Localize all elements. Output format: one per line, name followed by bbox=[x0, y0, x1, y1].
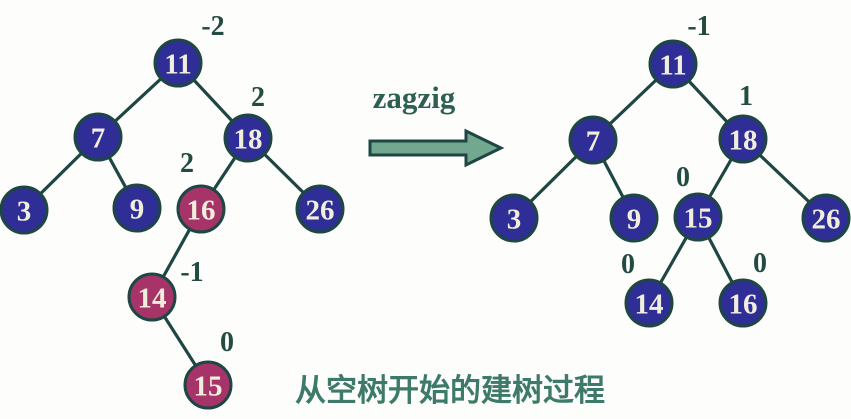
tree-node-value: 18 bbox=[729, 124, 758, 156]
tree-node-value: 3 bbox=[17, 195, 32, 227]
tree-node-9 bbox=[112, 183, 162, 233]
balance-factor-label: 2 bbox=[180, 148, 194, 179]
tree-node-7 bbox=[73, 112, 123, 162]
balance-factor-label: -1 bbox=[687, 11, 710, 42]
tree-node-value: 14 bbox=[138, 282, 167, 314]
tree-node-26 bbox=[801, 193, 851, 243]
tree-node-15 bbox=[673, 192, 723, 242]
tree-node-value: 14 bbox=[635, 288, 664, 320]
tree-node-16 bbox=[176, 184, 226, 234]
tree-node-value: 16 bbox=[187, 194, 216, 226]
tree-node-value: 9 bbox=[130, 193, 145, 225]
tree-node-14 bbox=[624, 278, 674, 328]
tree-node-26 bbox=[295, 184, 345, 234]
tree-node-3 bbox=[0, 185, 49, 235]
balance-factor-label: 0 bbox=[220, 327, 234, 358]
tree-node-14 bbox=[127, 272, 177, 322]
tree-node-value: 9 bbox=[627, 203, 642, 235]
balance-factor-label: 0 bbox=[621, 249, 635, 280]
tree-node-value: 15 bbox=[684, 202, 713, 234]
tree-node-value: 18 bbox=[234, 123, 263, 155]
balance-factor-label: 0 bbox=[753, 248, 767, 279]
balance-factor-label: -1 bbox=[180, 257, 203, 288]
balance-factor-label: 1 bbox=[739, 81, 753, 112]
tree-node-value: 7 bbox=[586, 125, 601, 157]
tree-node-9 bbox=[609, 193, 659, 243]
caption-text: 从空树开始的建树过程 bbox=[295, 373, 605, 408]
tree-node-value: 26 bbox=[306, 194, 335, 226]
tree-node-value: 15 bbox=[194, 370, 223, 402]
tree-node-7 bbox=[568, 115, 618, 165]
tree-node-value: 7 bbox=[91, 122, 106, 154]
tree-node-value: 16 bbox=[729, 288, 758, 320]
tree-node-16 bbox=[718, 278, 768, 328]
tree-node-15 bbox=[183, 360, 233, 410]
tree-node-value: 3 bbox=[507, 203, 522, 235]
tree-node-value: 26 bbox=[812, 203, 841, 235]
right-arrow-icon bbox=[368, 128, 505, 168]
balance-factor-label: -2 bbox=[201, 11, 224, 42]
tree-node-value: 11 bbox=[659, 49, 686, 81]
tree-node-11 bbox=[648, 39, 698, 89]
tree-node-value: 11 bbox=[164, 48, 191, 80]
balance-factor-label: 2 bbox=[251, 82, 265, 113]
transition-label: zagzig bbox=[373, 80, 456, 115]
tree-node-18 bbox=[223, 113, 273, 163]
tree-node-18 bbox=[718, 114, 768, 164]
tree-after: 11 7 18 3 9 15 26 14 16 -1 1 0 0 0 bbox=[489, 11, 851, 328]
balance-factor-label: 0 bbox=[676, 162, 690, 193]
tree-node-11 bbox=[153, 38, 203, 88]
transition-group: zagzig bbox=[368, 80, 505, 168]
tree-node-3 bbox=[489, 193, 539, 243]
tree-before: 11 7 18 3 9 16 26 14 15 -2 2 2 -1 0 bbox=[0, 11, 345, 410]
